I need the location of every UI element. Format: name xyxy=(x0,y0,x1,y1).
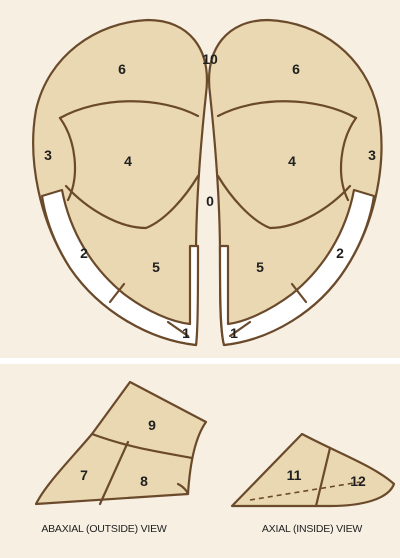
interdigital-zone-0-label: 0 xyxy=(206,193,214,209)
right-zone-2-label: 2 xyxy=(336,245,344,261)
side-views-svg: 9 7 8 ABAXIAL (OUTSIDE) VIEW 11 12 AXIAL… xyxy=(0,364,400,558)
right-zone-1-label: 1 xyxy=(230,325,238,341)
axial-zone-11-label: 11 xyxy=(287,467,302,483)
right-zone-6-label: 6 xyxy=(292,61,300,77)
abaxial-zone-9-label: 9 xyxy=(148,417,156,433)
right-zone-4-label: 4 xyxy=(288,153,296,169)
left-zone-2-label: 2 xyxy=(80,245,88,261)
abaxial-zone-7-label: 7 xyxy=(80,467,88,483)
left-zone-1-label: 1 xyxy=(182,325,190,341)
right-zone-5-label: 5 xyxy=(256,259,264,275)
sole-view-svg: 6 3 4 2 5 1 6 3 4 2 5 1 xyxy=(0,0,400,358)
left-zone-3-label: 3 xyxy=(44,147,52,163)
coronary-zone-10-label: 10 xyxy=(202,51,218,67)
abaxial-caption: ABAXIAL (OUTSIDE) VIEW xyxy=(41,523,167,535)
left-zone-5-label: 5 xyxy=(152,259,160,275)
left-zone-6-label: 6 xyxy=(118,61,126,77)
axial-zone-12-label: 12 xyxy=(350,473,366,489)
abaxial-zone-8-label: 8 xyxy=(140,473,148,489)
left-zone-4-label: 4 xyxy=(124,153,132,169)
sole-view-panel: 6 3 4 2 5 1 6 3 4 2 5 1 xyxy=(0,0,400,358)
axial-caption: AXIAL (INSIDE) VIEW xyxy=(262,523,363,535)
side-views-panel: 9 7 8 ABAXIAL (OUTSIDE) VIEW 11 12 AXIAL… xyxy=(0,364,400,558)
right-zone-3-label: 3 xyxy=(368,147,376,163)
